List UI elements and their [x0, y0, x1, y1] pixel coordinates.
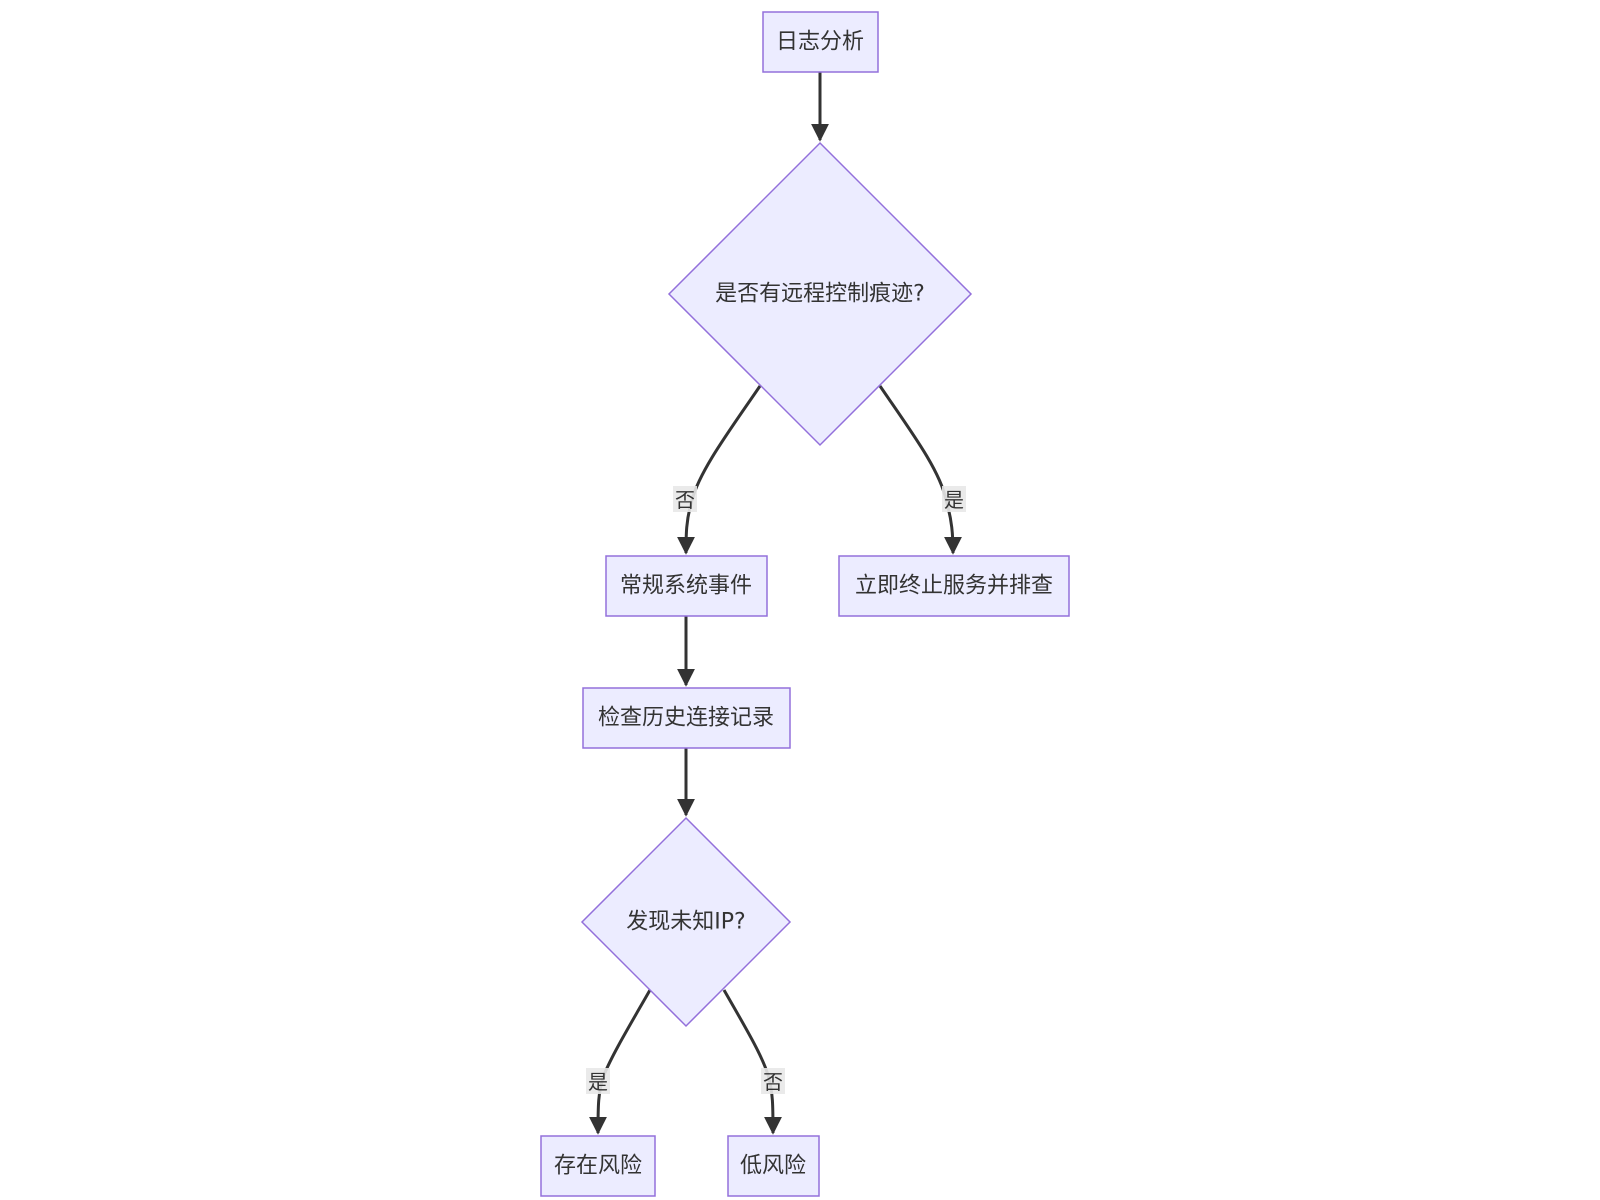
edge-label-text: 是 — [944, 488, 964, 512]
node-start[interactable]: 日志分析 — [762, 11, 879, 73]
node-terminate[interactable]: 立即终止服务并排查 — [838, 555, 1070, 617]
edge-labels: 否 是 是 否 — [586, 486, 966, 1094]
nodes: 日志分析 是否有远程控制痕迹? 常规系统事件 立即终止服务并排查 检查历史连接记… — [540, 11, 1070, 1197]
node-box — [838, 555, 1070, 617]
node-low-risk[interactable]: 低风险 — [727, 1135, 820, 1197]
node-label: 检查历史连接记录 — [598, 706, 774, 731]
decision-diamond — [667, 141, 973, 447]
node-label: 立即终止服务并排查 — [855, 574, 1053, 599]
node-routine[interactable]: 常规系统事件 — [605, 555, 768, 617]
edge-label-bg — [942, 486, 966, 512]
edge-label-text: 否 — [763, 1070, 783, 1094]
node-risk[interactable]: 存在风险 — [540, 1135, 656, 1197]
edge-label-text: 是 — [588, 1070, 608, 1094]
node-label: 日志分析 — [776, 30, 864, 55]
node-box — [582, 687, 791, 749]
edge-decision-ip-to-low-risk — [722, 989, 782, 1135]
edge-label-bg — [761, 1068, 785, 1094]
edge-label-remote-yes: 是 — [942, 486, 966, 512]
node-label: 是否有远程控制痕迹? — [715, 282, 925, 307]
node-box — [605, 555, 768, 617]
edge-label-ip-yes: 是 — [586, 1068, 610, 1094]
edge-decision-ip-to-risk — [589, 989, 652, 1135]
decision-diamond — [580, 816, 792, 1028]
edge-label-bg — [586, 1068, 610, 1094]
node-label: 低风险 — [740, 1154, 806, 1179]
node-label: 发现未知IP? — [626, 910, 745, 935]
node-label: 存在风险 — [554, 1154, 642, 1179]
node-decision-remote[interactable]: 是否有远程控制痕迹? — [667, 141, 973, 447]
node-label: 常规系统事件 — [620, 574, 752, 599]
edge-decision-remote-to-terminate — [878, 385, 962, 555]
edge-label-remote-no: 否 — [673, 486, 697, 512]
edge-label-ip-no: 否 — [761, 1068, 785, 1094]
node-box — [540, 1135, 656, 1197]
node-box — [762, 11, 879, 73]
node-box — [727, 1135, 820, 1197]
edge-label-text: 否 — [675, 488, 695, 512]
edge-decision-remote-to-routine — [677, 385, 762, 555]
node-decision-ip[interactable]: 发现未知IP? — [580, 816, 792, 1028]
edge-label-bg — [673, 486, 697, 512]
node-check-history[interactable]: 检查历史连接记录 — [582, 687, 791, 749]
